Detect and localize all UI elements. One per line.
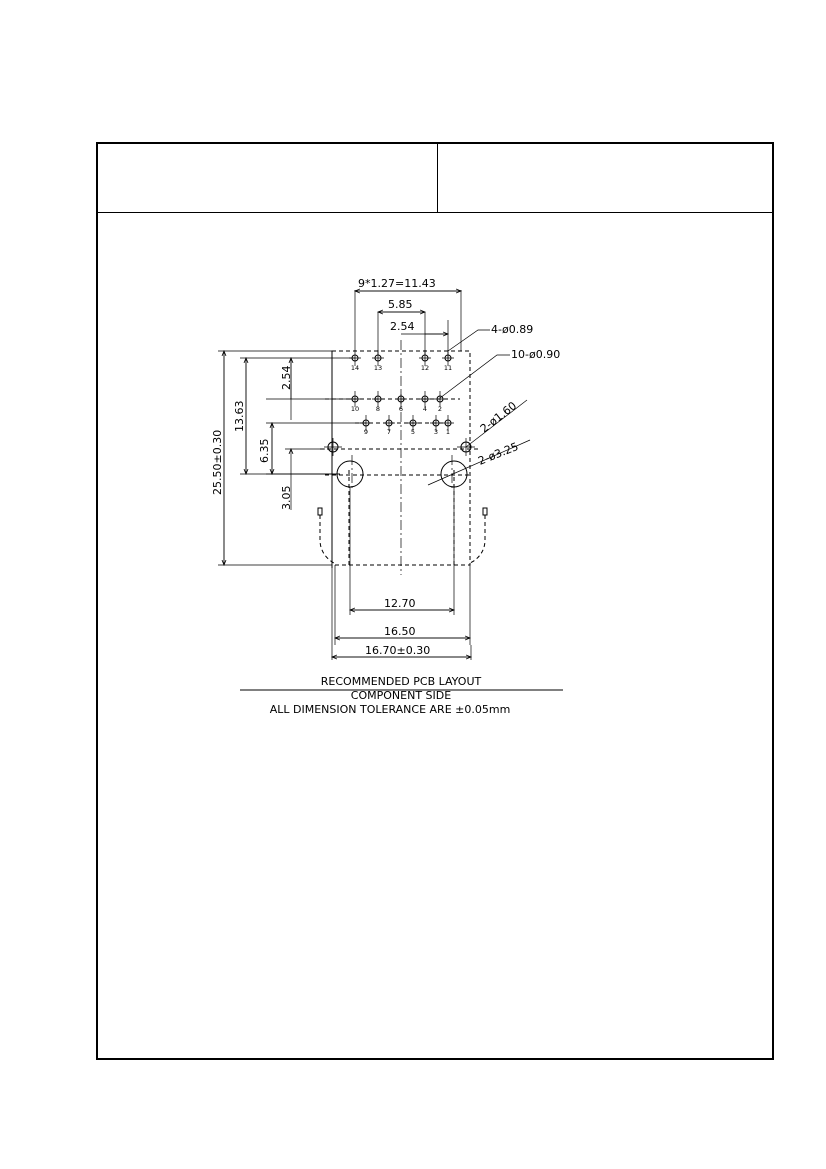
pin-label-3: 3 bbox=[434, 428, 438, 436]
pin-label-9: 9 bbox=[364, 428, 368, 436]
drawing-frame bbox=[96, 142, 774, 1060]
dim-pitch-total: 9*1.27=11.43 bbox=[358, 277, 436, 290]
hole-4-label: 4-ø0.89 bbox=[491, 323, 533, 336]
dim-16-70: 16.70±0.30 bbox=[365, 644, 430, 657]
pin-hole-8: 8 bbox=[372, 391, 384, 413]
hole-10-label: 10-ø0.90 bbox=[511, 348, 560, 361]
pin-label-10: 10 bbox=[351, 405, 359, 413]
dim-6-35: 6.35 bbox=[258, 439, 271, 464]
component-outline bbox=[317, 350, 488, 568]
dim-16-50: 16.50 bbox=[384, 625, 416, 638]
note-side: COMPONENT SIDE bbox=[351, 689, 451, 702]
dim-12-70: 12.70 bbox=[384, 597, 416, 610]
pin-hole-3: 3 bbox=[430, 415, 442, 436]
dim-13-63: 13.63 bbox=[233, 401, 246, 433]
hole-2-325-label: 2-ø3.25 bbox=[476, 440, 520, 468]
pin-label-12: 12 bbox=[421, 364, 429, 372]
pin-label-2: 2 bbox=[438, 405, 442, 413]
drawing-notes: RECOMMENDED PCB LAYOUT COMPONENT SIDE AL… bbox=[240, 675, 563, 716]
title-block-left bbox=[98, 144, 438, 213]
dimension-labels: 9*1.27=11.43 5.85 2.54 4-ø0.89 10-ø0.90 … bbox=[211, 277, 560, 657]
pin-label-7: 7 bbox=[387, 428, 391, 436]
dim-25-50: 25.50±0.30 bbox=[211, 430, 224, 495]
pin-hole-14: 14 bbox=[349, 350, 361, 372]
hole-2-160-label: 2-ø1.60 bbox=[478, 399, 519, 435]
pin-label-4: 4 bbox=[423, 405, 427, 413]
dim-3-05: 3.05 bbox=[280, 486, 293, 511]
pin-hole-4: 4 bbox=[419, 391, 431, 413]
pin-hole-5: 5 bbox=[407, 415, 419, 436]
pin-label-1: 1 bbox=[446, 428, 450, 436]
pin-hole-1: 1 bbox=[442, 415, 454, 436]
pin-label-8: 8 bbox=[376, 405, 380, 413]
pin-hole-7: 7 bbox=[383, 415, 395, 436]
dim-5-85: 5.85 bbox=[388, 298, 413, 311]
pin-label-14: 14 bbox=[351, 364, 359, 372]
dimension-lines bbox=[218, 290, 531, 660]
pin-label-6: 6 bbox=[399, 405, 403, 413]
pin-label-13: 13 bbox=[374, 364, 382, 372]
pin-hole-10: 10 bbox=[349, 391, 361, 413]
pin-hole-6: 6 bbox=[395, 391, 407, 413]
title-block-right bbox=[438, 144, 772, 213]
note-tolerance: ALL DIMENSION TOLERANCE ARE ±0.05mm bbox=[270, 703, 511, 716]
pin-label-11: 11 bbox=[444, 364, 452, 372]
note-title: RECOMMENDED PCB LAYOUT bbox=[321, 675, 482, 688]
pin-hole-9: 9 bbox=[360, 415, 372, 436]
dim-2-54-left: 2.54 bbox=[280, 366, 293, 391]
dim-2-54-top: 2.54 bbox=[390, 320, 415, 333]
center-lines bbox=[351, 340, 453, 575]
pin-label-5: 5 bbox=[411, 428, 415, 436]
pin-hole-2: 2 bbox=[434, 391, 446, 413]
